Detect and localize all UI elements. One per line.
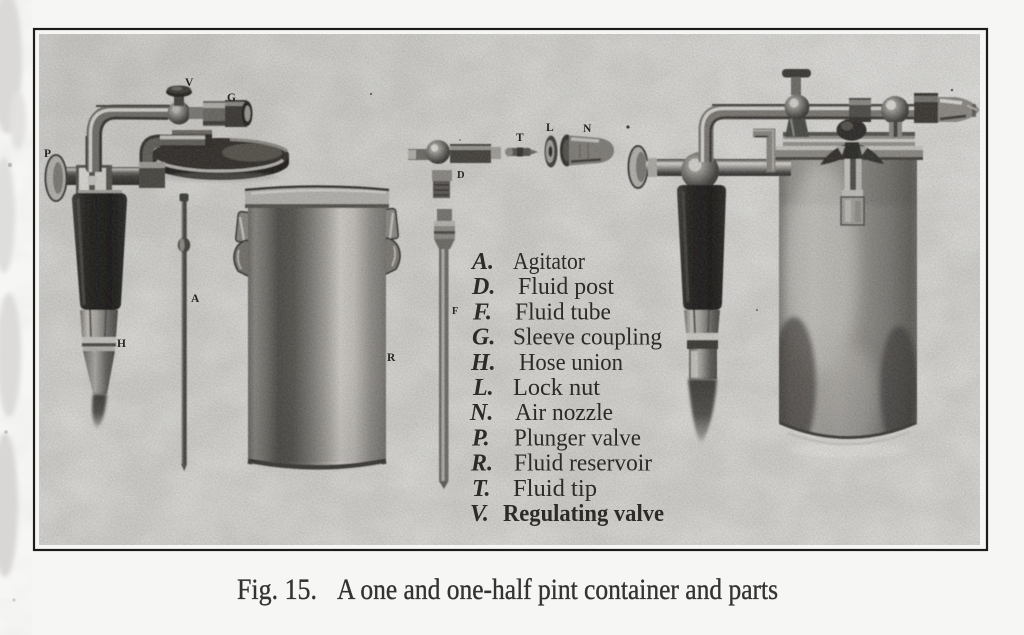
- svg-text:Agitator: Agitator: [513, 249, 585, 275]
- svg-text:Fig. 15.: Fig. 15.: [237, 573, 317, 606]
- svg-text:P.: P.: [471, 425, 490, 451]
- svg-text:Fluid reservoir: Fluid reservoir: [514, 451, 652, 477]
- svg-text:Air nozzle: Air nozzle: [515, 400, 613, 426]
- svg-text:Hose union: Hose union: [519, 350, 623, 376]
- svg-text:Fluid tip: Fluid tip: [513, 476, 597, 502]
- svg-text:Regulating valve: Regulating valve: [503, 501, 664, 527]
- svg-text:T.: T.: [472, 476, 490, 502]
- svg-text:Sleeve coupling: Sleeve coupling: [513, 325, 662, 351]
- svg-text:Plunger valve: Plunger valve: [514, 425, 641, 451]
- svg-text:N.: N.: [469, 400, 493, 426]
- svg-text:R.: R.: [470, 451, 493, 477]
- svg-text:A.: A.: [470, 249, 494, 275]
- svg-text:Fluid tube: Fluid tube: [515, 299, 611, 325]
- svg-text:A one and one-half pint contai: A one and one-half pint container and pa…: [337, 573, 778, 606]
- svg-text:Lock nut: Lock nut: [513, 375, 600, 401]
- svg-text:Fluid post: Fluid post: [518, 274, 614, 300]
- svg-text:D.: D.: [471, 274, 495, 300]
- svg-text:V.: V.: [470, 501, 489, 527]
- svg-text:F.: F.: [472, 299, 492, 325]
- svg-text:L.: L.: [472, 375, 494, 401]
- svg-text:H.: H.: [470, 350, 496, 376]
- svg-text:G.: G.: [472, 325, 495, 351]
